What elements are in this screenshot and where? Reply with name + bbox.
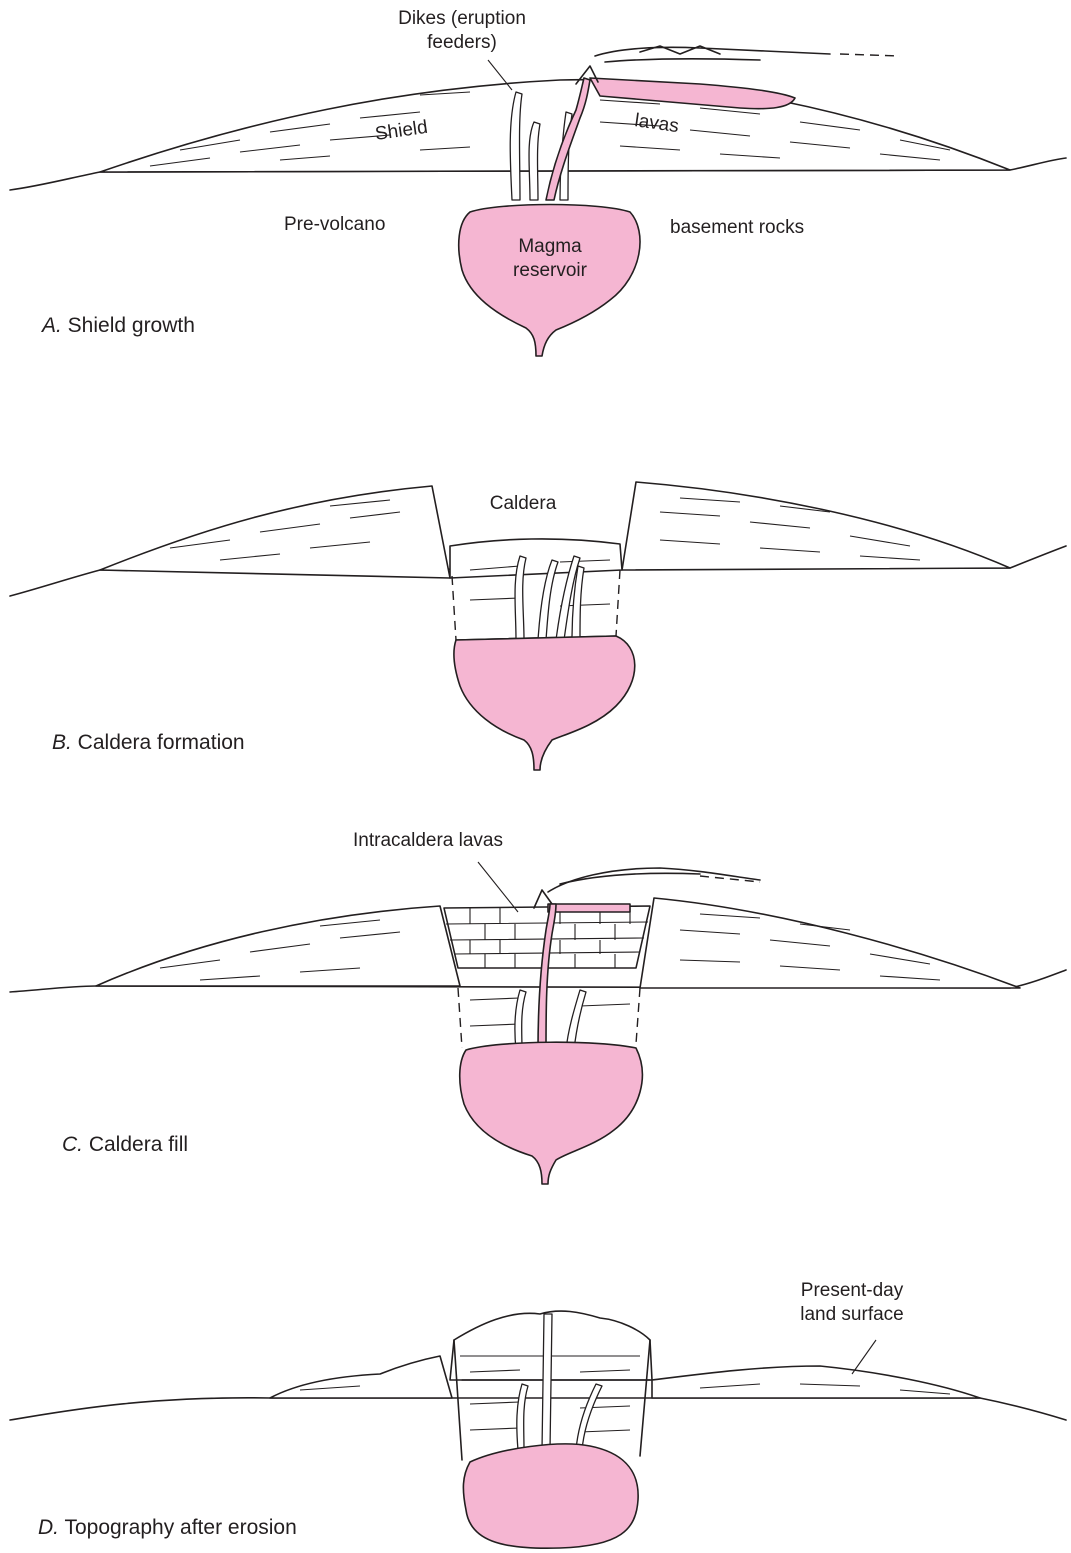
surface-leader-d [852, 1340, 876, 1374]
caption-d-text: Topography after erosion [59, 1516, 297, 1539]
caption-b: B. Caldera formation [52, 731, 245, 754]
label-land-surface: land surface [800, 1304, 904, 1325]
ground-line-d [10, 1398, 1066, 1420]
label-dikes-line1: Dikes (eruption [398, 8, 526, 29]
panel-c-caldera-fill: Intracaldera lavas C. Caldera fill [10, 830, 1066, 1184]
magma-reservoir-d [463, 1444, 638, 1548]
label-magma-line1: Magma [518, 236, 582, 257]
caption-a-text: Shield growth [62, 314, 195, 337]
intracaldera-leader-c [478, 862, 518, 912]
caption-d-letter: D. [38, 1516, 59, 1539]
label-magma-line2: reservoir [513, 260, 588, 281]
caption-b-letter: B. [52, 731, 72, 754]
panel-d-topography-after-erosion: Present-day land surface D. Topography a… [10, 1280, 1066, 1548]
label-caldera: Caldera [490, 493, 557, 514]
label-basement-rocks: basement rocks [670, 217, 804, 238]
shield-right-block-c [640, 898, 1020, 988]
label-present-day: Present-day [801, 1280, 904, 1301]
panel-b-caldera-formation: Caldera B. Caldera formation [10, 482, 1066, 770]
caldera-floor-b [450, 539, 622, 578]
caption-c-text: Caldera fill [83, 1133, 188, 1156]
lava-flow-c [548, 904, 630, 912]
caption-d: D. Topography after erosion [38, 1516, 297, 1539]
shield-left-block-b [100, 486, 450, 578]
label-pre-volcano: Pre-volcano [284, 214, 385, 235]
caption-a: A. Shield growth [40, 314, 195, 337]
label-dikes-line2: feeders) [427, 32, 497, 53]
panel-a-shield-growth: Dikes (eruption feeders) Shield lavas Pr… [10, 8, 1066, 356]
eruption-cloud-c [548, 868, 760, 892]
shield-left-block-c [96, 906, 460, 986]
eruption-cloud-tail-a [840, 54, 900, 56]
caption-c-letter: C. [62, 1133, 83, 1156]
caption-c: C. Caldera fill [62, 1133, 188, 1156]
magma-reservoir-b [454, 636, 635, 770]
remnant-right-d [652, 1366, 980, 1398]
shield-body-a [100, 80, 1010, 172]
caption-b-text: Caldera formation [72, 731, 245, 754]
remnant-left-d [270, 1356, 452, 1398]
eruption-cloud-a [595, 46, 830, 62]
label-intracaldera-lavas: Intracaldera lavas [353, 830, 503, 851]
shield-right-block-b [622, 482, 1010, 570]
caldera-faults-c [458, 988, 640, 1048]
caption-a-letter: A. [40, 314, 62, 337]
magma-reservoir-c [460, 1042, 643, 1184]
